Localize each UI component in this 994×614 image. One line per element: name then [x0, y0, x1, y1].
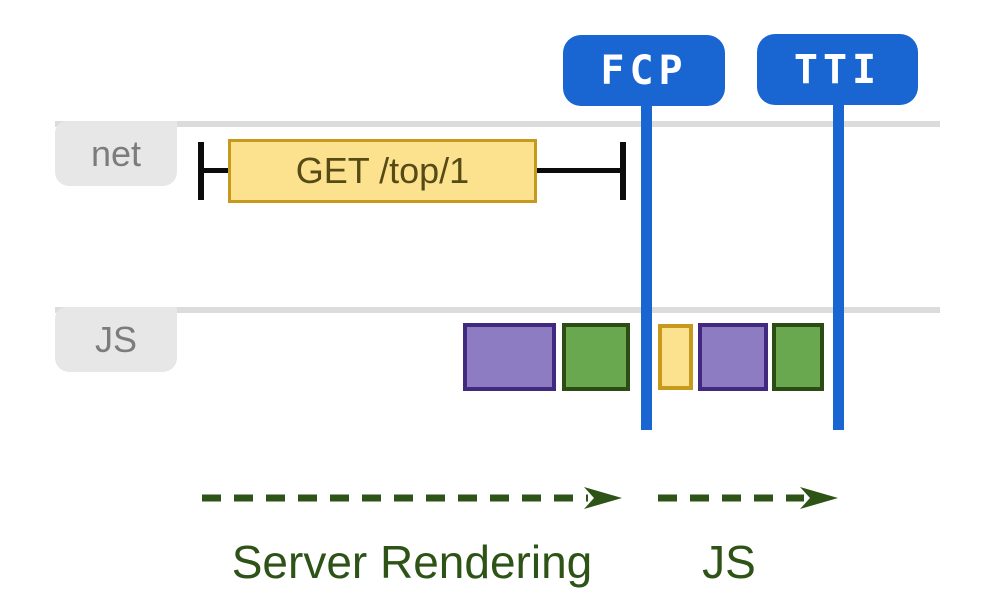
script-block-yellow — [658, 324, 693, 390]
fcp-badge: FCP — [563, 35, 725, 106]
network-request-label: GET /top/1 — [295, 150, 470, 191]
script-block-green-2 — [772, 323, 824, 391]
script-block-purple-2 — [698, 323, 768, 391]
script-block-purple-1 — [463, 323, 556, 391]
tti-marker-line — [833, 99, 844, 430]
request-end-tick — [620, 142, 626, 200]
request-connector-left — [204, 168, 228, 173]
js-row-label-text: JS — [94, 318, 137, 360]
js-phase-label: JS — [702, 536, 756, 588]
request-start-tick — [198, 142, 204, 200]
net-row-label-text: net — [90, 132, 142, 174]
fcp-marker-line — [641, 99, 652, 430]
request-connector-right — [537, 168, 620, 173]
js-phase-arrow — [658, 487, 838, 509]
script-block-green-1 — [562, 323, 630, 391]
server-rendering-arrow — [202, 487, 622, 509]
fcp-badge-label: FCP — [600, 47, 688, 94]
tti-badge-label: TTI — [793, 46, 882, 93]
network-request-box: GET /top/1 — [228, 139, 537, 203]
net-row-label: net — [55, 121, 177, 186]
server-rendering-phase-label: Server Rendering — [231, 536, 593, 588]
js-row-label: JS — [55, 307, 177, 372]
net-track-line — [55, 121, 940, 127]
tti-badge: TTI — [757, 34, 918, 105]
js-track-line — [55, 307, 940, 313]
